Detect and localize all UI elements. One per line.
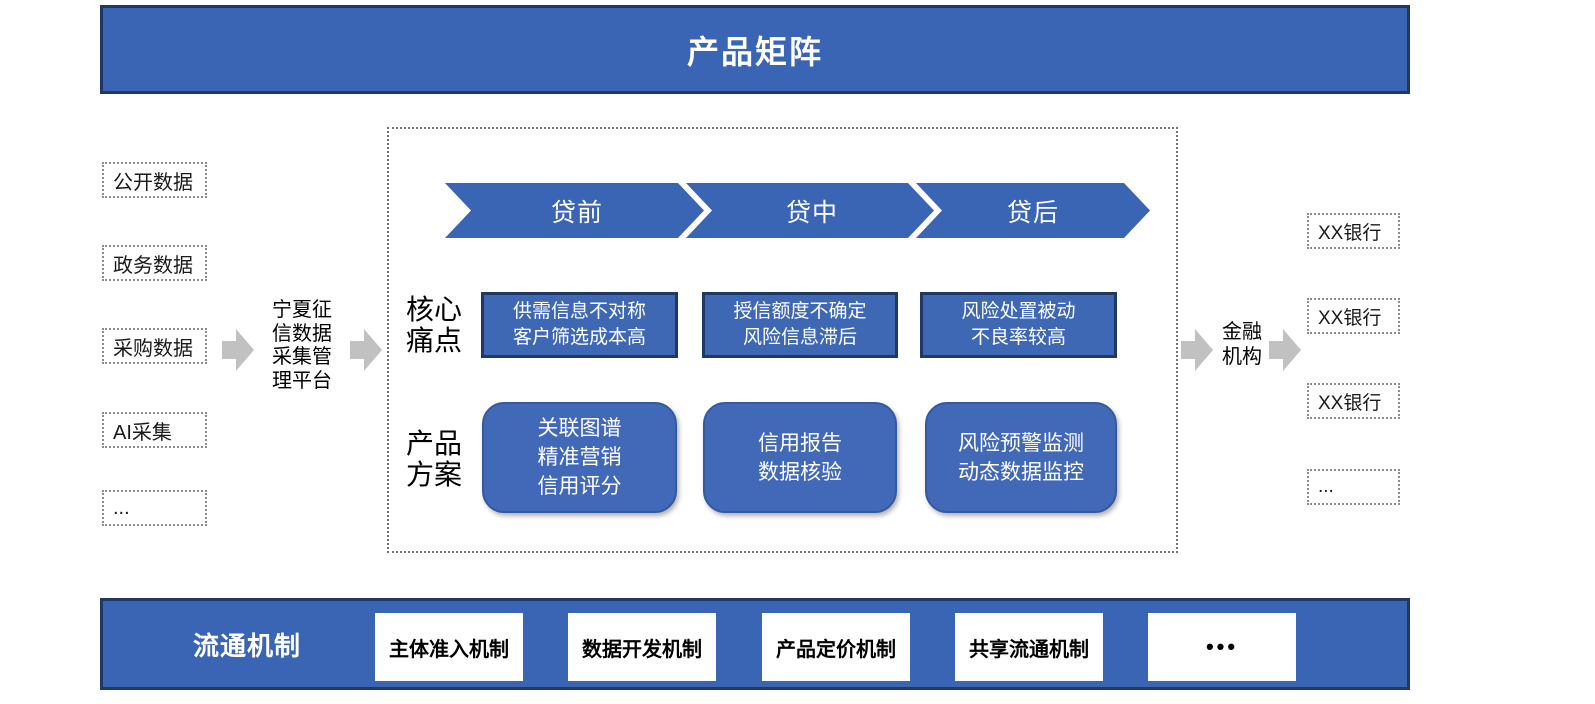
- flow-arrow-icon: [222, 329, 254, 371]
- pain-row-label: 核心 痛点: [405, 294, 462, 356]
- source-box-public-data: 公开数据: [102, 162, 207, 198]
- source-label: AI采集: [113, 421, 172, 444]
- flow-arrow-icon: [350, 329, 382, 371]
- mechanism-box-data-development: 数据开发机制: [568, 613, 716, 681]
- bank-box-3: XX银行: [1307, 383, 1400, 419]
- bank-box-more: ...: [1307, 469, 1400, 505]
- source-label: ...: [113, 496, 130, 519]
- source-label: 公开数据: [113, 171, 193, 194]
- source-box-more: ...: [102, 490, 207, 526]
- flow-arrow-icon: [1269, 329, 1301, 371]
- product-row-label: 产品 方案: [405, 428, 462, 490]
- source-box-procurement-data: 采购数据: [102, 328, 207, 364]
- stage-chevron: [916, 183, 1150, 238]
- bank-box-1: XX银行: [1307, 213, 1400, 249]
- financial-institution-label: 金融 机构: [1222, 321, 1262, 368]
- pain-box-pre-loan: 供需信息不对称 客户筛选成本高: [481, 292, 678, 358]
- stage-label-post-loan: 贷后: [1006, 198, 1060, 227]
- platform-label: 宁夏征 信数据 采集管 理平台: [272, 299, 332, 392]
- bank-label: XX银行: [1318, 222, 1382, 244]
- source-label: 政务数据: [113, 254, 193, 277]
- flow-arrow-icon: [1181, 329, 1213, 371]
- page-title: 产品矩阵: [686, 33, 823, 70]
- mechanism-banner-title: 流通机制: [192, 630, 301, 661]
- mechanism-box-product-pricing: 产品定价机制: [762, 613, 910, 681]
- mechanism-box-sharing-circulation: 共享流通机制: [955, 613, 1103, 681]
- header-banner: 产品矩阵: [100, 5, 1410, 94]
- product-box-mid-loan: 信用报告 数据核验: [703, 402, 897, 513]
- bank-label: ...: [1318, 476, 1334, 497]
- source-label: 采购数据: [113, 337, 193, 360]
- stage-chevron: [445, 183, 704, 238]
- stage-label-mid-loan: 贷中: [785, 198, 839, 227]
- mechanism-box-more: •••: [1148, 613, 1296, 681]
- stage-chevron: [686, 183, 934, 238]
- pain-box-post-loan: 风险处置被动 不良率较高: [920, 292, 1117, 358]
- product-box-pre-loan: 关联图谱 精准营销 信用评分: [482, 402, 677, 513]
- loan-stage-chevrons: 贷前 贷中 贷后: [440, 183, 1155, 238]
- matrix-panel: [387, 127, 1178, 553]
- bank-box-2: XX银行: [1307, 298, 1400, 334]
- stage-chevron-band: [445, 183, 1150, 238]
- stage-label-pre-loan: 贷前: [550, 198, 604, 227]
- mechanism-box-entity-access: 主体准入机制: [375, 613, 523, 681]
- source-box-government-data: 政务数据: [102, 245, 207, 281]
- source-box-ai-collection: AI采集: [102, 412, 207, 448]
- bank-label: XX银行: [1318, 392, 1382, 414]
- mechanism-banner: 流通机制 主体准入机制 数据开发机制 产品定价机制 共享流通机制 •••: [100, 598, 1410, 690]
- pain-box-mid-loan: 授信额度不确定 风险信息滞后: [702, 292, 898, 358]
- bank-label: XX银行: [1318, 307, 1382, 329]
- product-box-post-loan: 风险预警监测 动态数据监控: [925, 402, 1117, 513]
